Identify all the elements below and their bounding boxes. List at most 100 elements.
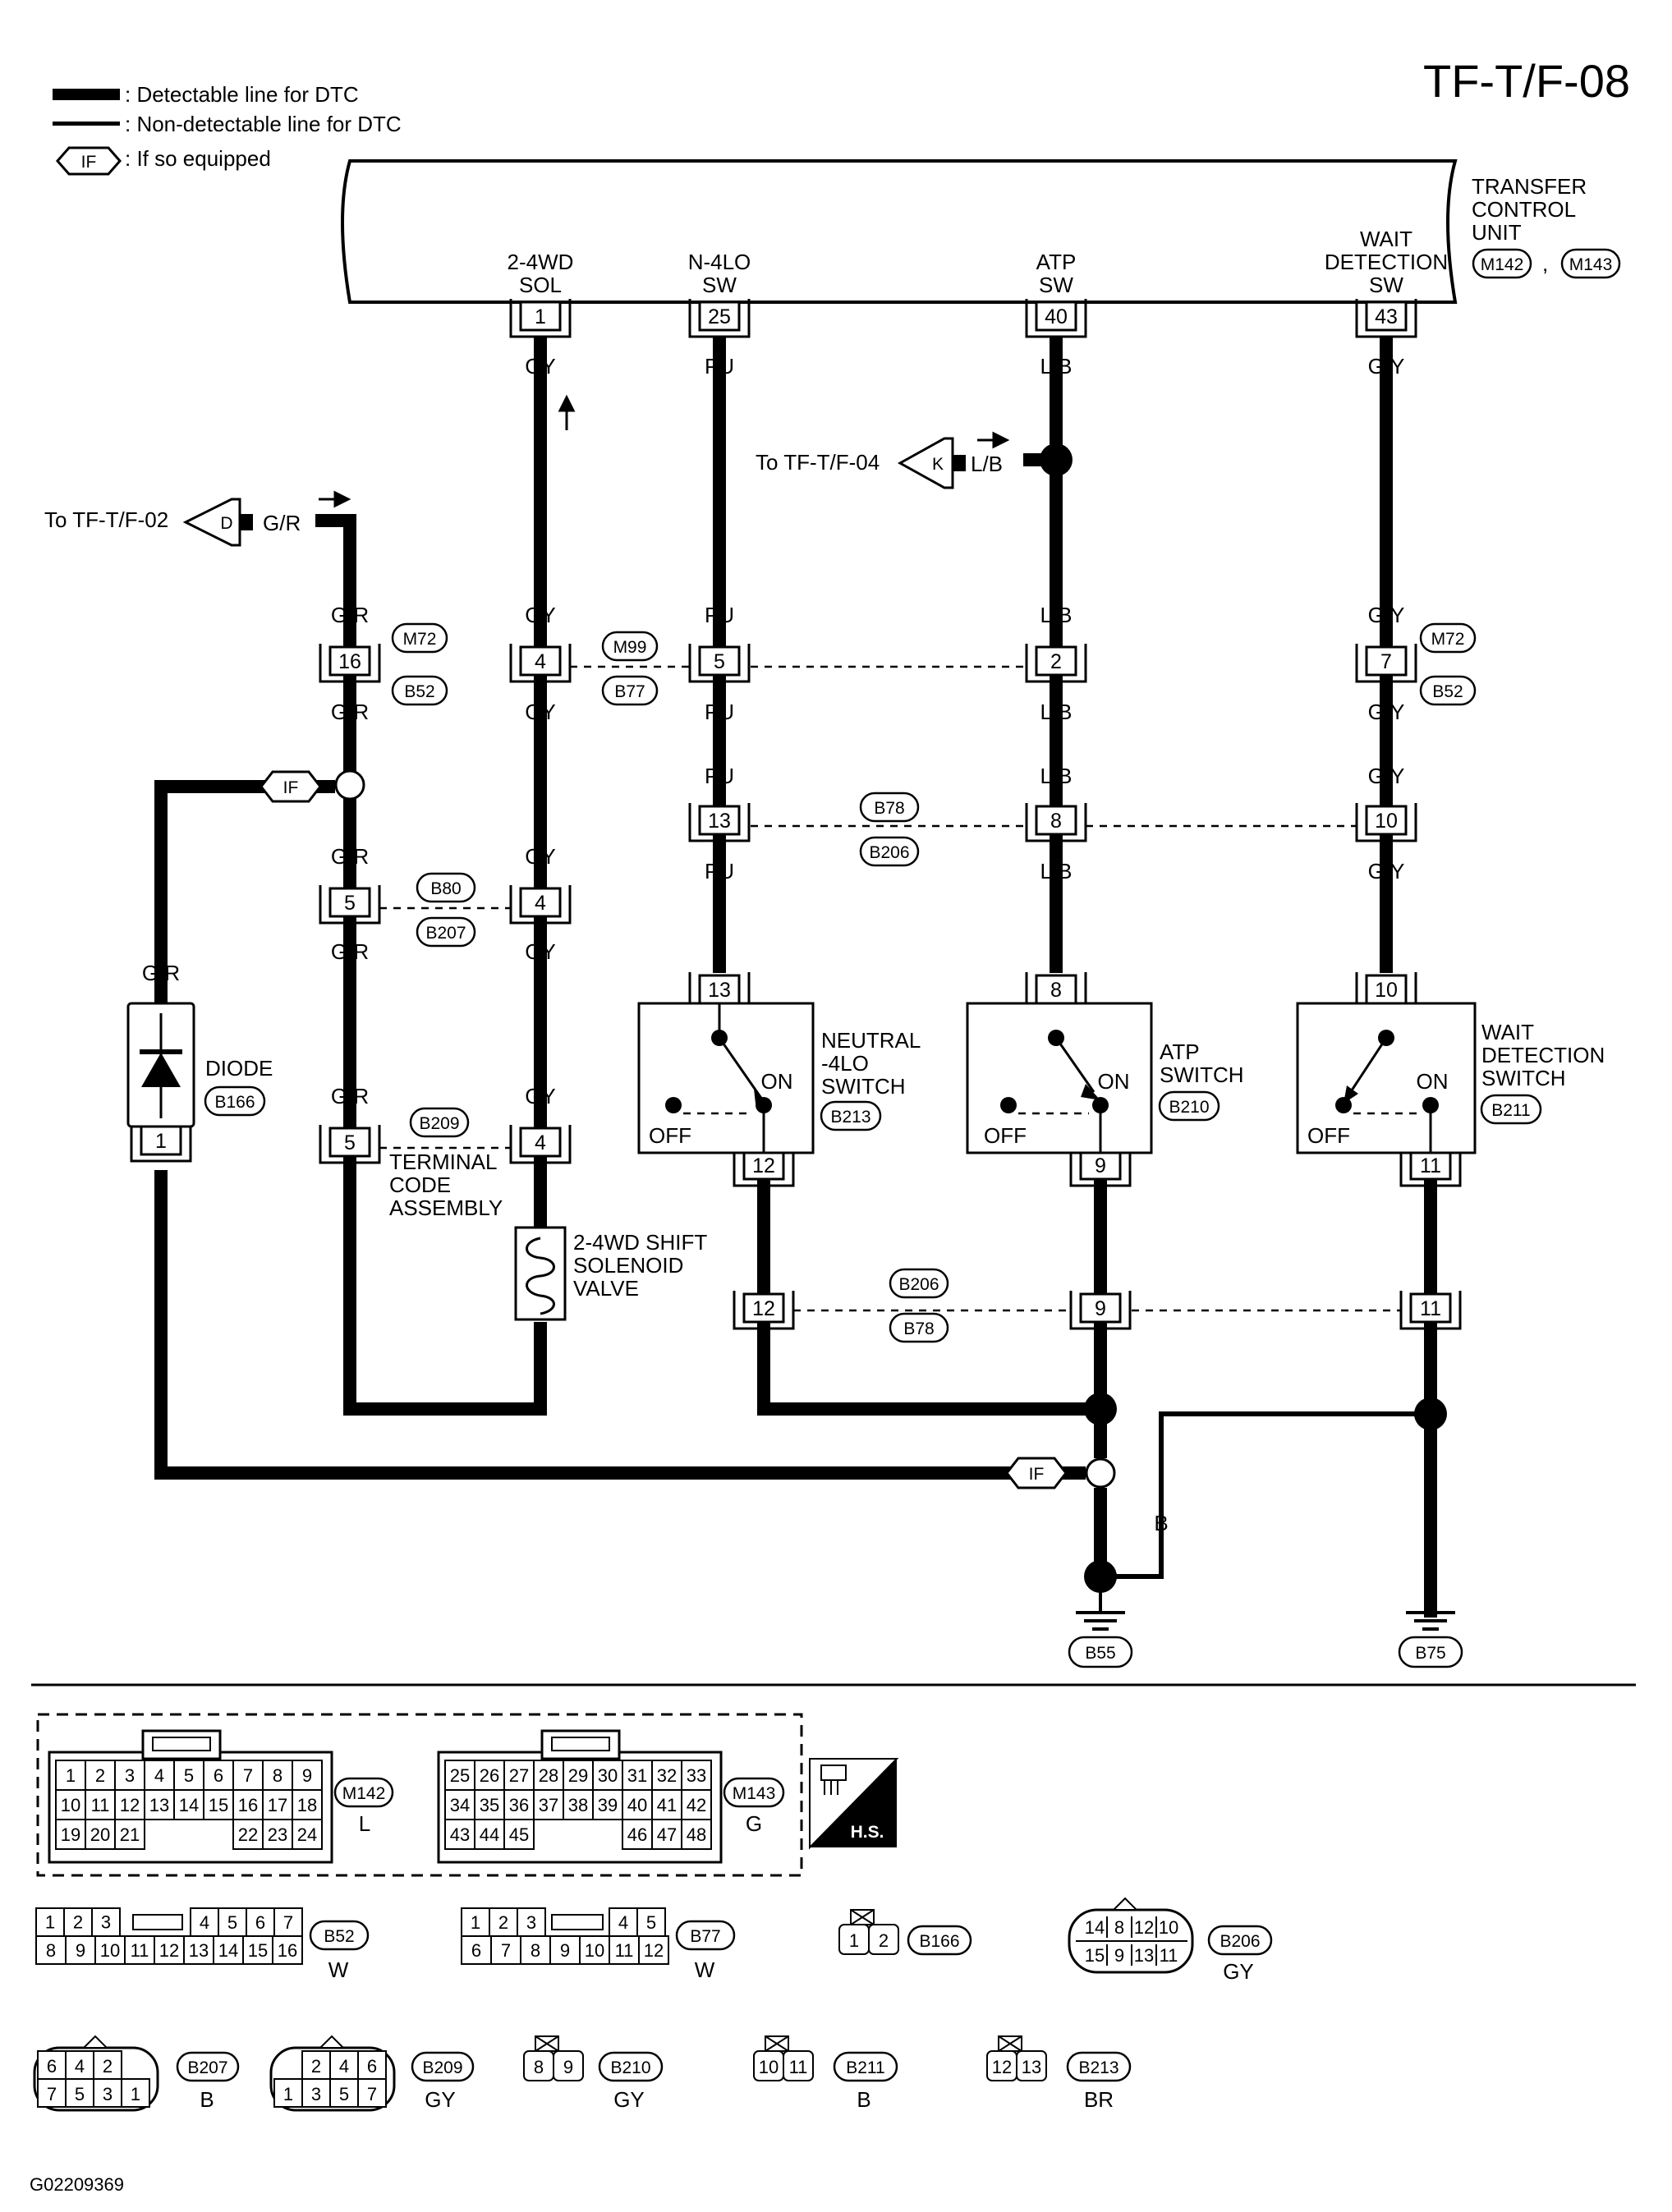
b77-pin: 10 [585,1940,604,1961]
wire-label-row3-top-1: GY [525,844,556,869]
b52-face-color: W [328,1957,349,1982]
m143-pin: 26 [480,1765,499,1786]
tcu-terminal-0-pin: 1 [535,305,546,328]
tcu-conn1-badge [1472,248,1532,279]
m142-pin: 18 [297,1795,317,1815]
row3-terminal-0: 5 [319,885,381,925]
offpage-d-stub [240,514,253,530]
b211-pin: 11 [789,2057,808,2077]
diode-bottom-terminal: 1 [130,1123,192,1163]
wire-label-row2-top-2: G/Y [1368,764,1405,788]
row2-terminal-2-pin: 10 [1375,810,1398,833]
m142-pin: 17 [268,1795,287,1815]
m142-pin: 19 [61,1824,80,1845]
row2-terminal-0: 13 [688,803,751,842]
row1-terminal-2-pin: 5 [714,650,725,673]
b77-face-color: W [695,1957,715,1982]
terminal-25-label-line2: SW [702,273,737,297]
b77-pin: 7 [501,1940,511,1961]
m142-pin: 21 [120,1824,140,1845]
offpage-k-tag: K [932,455,944,474]
b206-face-label: B206 [1220,1932,1260,1951]
switch2-bottom-terminal-pin: 9 [1095,1154,1106,1177]
switch1-bottom-terminal-pin: 12 [752,1154,775,1177]
b206-pin: 13 [1134,1945,1154,1966]
wire-b-neutral [757,1166,1100,1416]
m143-pin: 29 [568,1765,588,1786]
wire-label-sw1-bottom: B [756,1200,770,1225]
m142-pin: 4 [154,1765,164,1786]
m142-pin: 20 [90,1824,110,1845]
row1-terminal-0-pin: 16 [338,650,361,673]
row2-terminal-2: 10 [1355,803,1417,842]
switch3-bottom-terminal: 11 [1399,1148,1462,1187]
switch1-bottom-terminal: 12 [733,1148,795,1187]
row2-terminal-0-pin: 13 [708,810,731,833]
wire-label-row1-bot-0: G/R [331,700,369,724]
m143-pin: 44 [480,1824,499,1845]
diode: DIODE B166 [126,1002,273,1128]
b207-pin: 5 [75,2084,85,2104]
b206-pin: 9 [1114,1945,1124,1966]
b210-pin: 8 [534,2057,544,2077]
figure-id: G02209369 [30,2174,124,2195]
b207-pin: 6 [47,2056,57,2077]
if-tag-ground: IF [1029,1465,1045,1484]
b209-face-label: B209 [422,2058,462,2077]
connector-badges: M72 B52 M99 B77 M72 B52 B78 B206 B80 B20… [391,622,1477,1343]
wire-diode-gr [154,780,335,1006]
tca-terminal-0: 5 [319,1125,381,1164]
m143-pin: 36 [509,1795,529,1815]
terminal-43-label-line3: SW [1369,273,1403,297]
m143-pin: 35 [480,1795,499,1815]
badge-b207: B207 [425,924,466,943]
offpage-d-tag: D [220,514,232,533]
tcu-terminal-1-pin: 25 [708,305,731,328]
offpage-d: To TF-T/F-02 D G/R [44,498,301,547]
row3-terminal-1-pin: 4 [535,892,546,915]
terminal-43-label-line2: DETECTION [1325,250,1448,274]
b52-pin: 12 [159,1940,179,1961]
terminal-1-label-line2: SOL [519,273,562,297]
tca-label-line2: CODE [389,1173,451,1197]
switch3-conn: B211 [1491,1101,1531,1120]
wire-label-row1-bot-4: G/Y [1368,700,1405,724]
wire-label-row1-bot-1: GY [525,700,556,724]
wire-label-row2-top-1: L/B [1040,764,1072,788]
b206-pin: 8 [1114,1917,1124,1938]
offpage-k: To TF-T/F-04 K L/B [756,437,1073,489]
b209-pin: 4 [339,2056,349,2077]
connector-terminals: 125404316452713810545413810129111291121 [130,299,1462,1330]
m143-pin: 34 [450,1795,470,1815]
switch3-name-line3: SWITCH [1481,1066,1566,1090]
diode-conn: B166 [214,1093,255,1112]
m142-pin: 24 [297,1824,317,1845]
tca-terminal-1-pin: 4 [535,1131,546,1154]
m142-pin: 22 [238,1824,258,1845]
badge-m99: M99 [613,638,647,657]
wire-label-row4-bot-1: B [1093,1340,1107,1365]
wire-label-row1-top-3: L/B [1040,603,1072,627]
row2-terminal-1-pin: 8 [1050,810,1062,833]
b207-pin: 7 [47,2084,57,2104]
wire-label-sw2-bottom: B [1093,1200,1107,1225]
switch1-conn: B213 [830,1108,870,1127]
tcu-terminal-2-pin: 40 [1045,305,1068,328]
badge-b52-right: B52 [1432,682,1463,701]
b206-pin: 11 [1160,1945,1178,1966]
wire-label-sw3-bottom: B [1423,1200,1437,1225]
b77-pin: 1 [471,1912,480,1933]
row4-terminal-0-pin: 12 [752,1297,775,1320]
switch1-on: ON [761,1069,793,1094]
wire-label-row3-bot-1: GY [525,939,556,964]
b209-face-color: GY [425,2087,456,2112]
wire-label-row1-bot-3: L/B [1040,700,1072,724]
b77-pin: 8 [531,1940,540,1961]
m143-pin: 43 [450,1824,470,1845]
splice-lb [1040,443,1073,476]
